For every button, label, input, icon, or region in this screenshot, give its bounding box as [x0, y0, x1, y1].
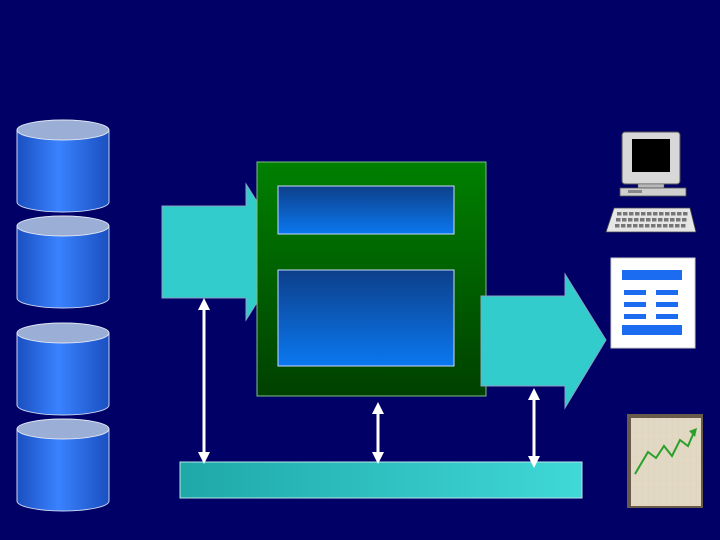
bus-bar	[180, 462, 582, 498]
lower-panel	[278, 270, 454, 366]
report-document-icon	[611, 258, 695, 348]
database-icon	[17, 419, 109, 511]
upper-panel	[278, 186, 454, 234]
database-icon	[17, 216, 109, 308]
line-chart-icon	[627, 414, 703, 508]
database-icon	[17, 323, 109, 415]
database-icon	[17, 120, 109, 212]
